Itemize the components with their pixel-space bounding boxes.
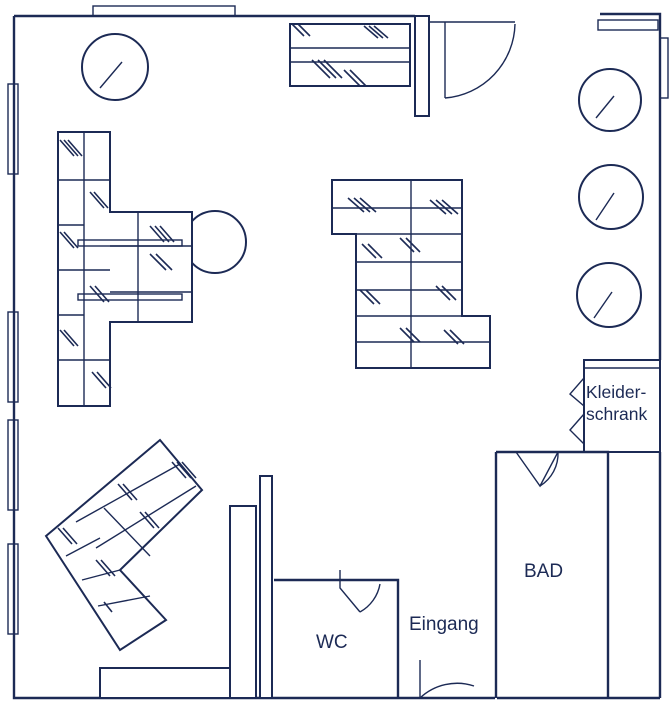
desk-cluster-left: [57, 131, 247, 407]
wardrobe: [569, 359, 661, 453]
room-label-wc: WC: [316, 632, 348, 653]
bathroom: [494, 450, 610, 698]
chairs: [81, 33, 644, 328]
kleiderschrank-line-1: Kleider-: [586, 382, 647, 402]
chair-right-1: [578, 68, 642, 132]
room-label-kleiderschrank: Kleider- schrank: [586, 381, 647, 426]
entrance-door: [419, 660, 475, 699]
desk-bottom-left: [44, 438, 204, 652]
chair-right-3: [576, 262, 642, 328]
top-partition: [414, 15, 516, 117]
room-label-bad: BAD: [524, 561, 564, 582]
desk-top: [289, 23, 411, 87]
kleiderschrank-line-2: schrank: [586, 404, 648, 425]
inner-walls: [99, 475, 273, 699]
outer-walls: [7, 5, 669, 700]
desk-cluster-center: [331, 179, 491, 369]
room-label-eingang: Eingang: [409, 614, 479, 635]
wc-room: [274, 570, 400, 698]
chair-right-2: [578, 164, 644, 230]
chair-top-left: [81, 33, 149, 101]
